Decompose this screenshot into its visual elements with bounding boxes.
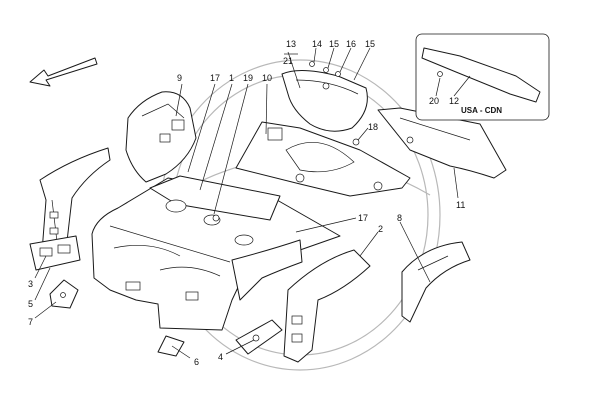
part-10-upper-panel bbox=[235, 121, 411, 197]
callout-21: 21 bbox=[283, 56, 293, 66]
part-7-bracket bbox=[49, 279, 79, 309]
callout-16: 16 bbox=[346, 39, 356, 49]
inset-region-label: USA - CDN bbox=[461, 106, 502, 115]
callout-2: 2 bbox=[378, 224, 383, 234]
callout-14: 14 bbox=[312, 39, 322, 49]
callout-19: 19 bbox=[243, 73, 253, 83]
callout-9: 9 bbox=[177, 73, 182, 83]
callout-3: 3 bbox=[28, 279, 33, 289]
callout-labels: 17 1 19 10 9 13 21 14 15 16 15 18 11 12 … bbox=[28, 39, 465, 367]
fastener-19-icon bbox=[212, 214, 220, 222]
callout-11: 11 bbox=[456, 200, 465, 210]
fastener-18-icon bbox=[352, 138, 360, 146]
callout-18: 18 bbox=[368, 122, 378, 132]
fastener-15-icon bbox=[323, 67, 329, 73]
fasteners bbox=[212, 61, 360, 222]
part-5-reinforcement bbox=[29, 235, 81, 271]
part-8-right-wheelhouse bbox=[401, 241, 471, 323]
callout-10: 10 bbox=[262, 73, 272, 83]
part-2-right-pillar bbox=[283, 249, 371, 363]
callout-12: 12 bbox=[449, 96, 459, 106]
fastener-16-icon bbox=[335, 71, 341, 77]
callout-8: 8 bbox=[397, 213, 402, 223]
callout-17-upper: 17 bbox=[210, 73, 220, 83]
callout-15-left: 15 bbox=[329, 39, 339, 49]
part-9-wheelhouse-cover bbox=[125, 91, 197, 183]
callout-4: 4 bbox=[218, 352, 223, 362]
part-21-spare-tub bbox=[281, 70, 368, 132]
inset-usa-cdn: USA - CDN bbox=[415, 33, 550, 121]
leader-lines bbox=[34, 47, 471, 359]
callout-6: 6 bbox=[194, 357, 199, 367]
callout-5: 5 bbox=[28, 299, 33, 309]
main-rear-body-assembly bbox=[91, 175, 341, 331]
callout-7: 7 bbox=[28, 317, 33, 327]
fastener-14-icon bbox=[309, 61, 315, 67]
callout-20: 20 bbox=[429, 96, 439, 106]
part-6-bracket bbox=[157, 335, 185, 357]
direction-arrow-icon bbox=[29, 57, 98, 87]
callout-15-right: 15 bbox=[365, 39, 375, 49]
callout-13: 13 bbox=[286, 39, 296, 49]
part-4-plate bbox=[235, 319, 283, 355]
callout-1: 1 bbox=[229, 73, 234, 83]
part-11-rear-right-panel bbox=[377, 107, 507, 179]
callout-17-right: 17 bbox=[358, 213, 368, 223]
